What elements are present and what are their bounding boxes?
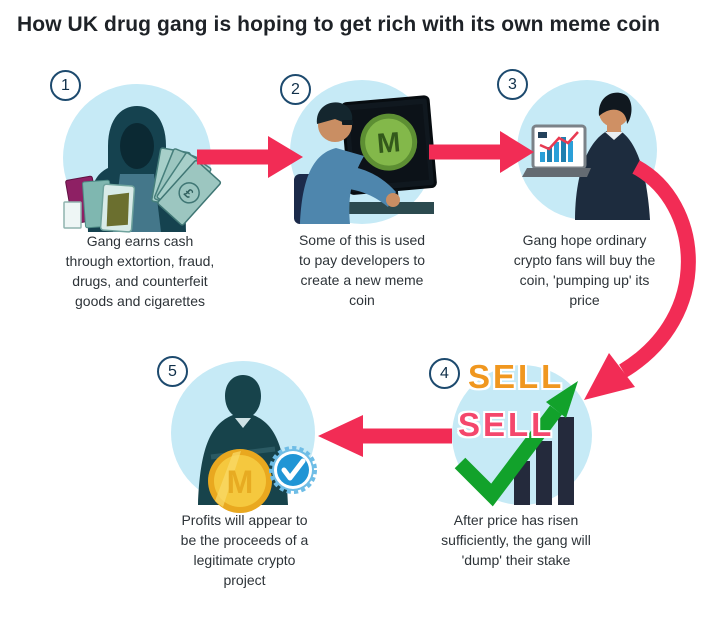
cash-notes-icon: £ bbox=[151, 147, 222, 226]
pump-and-dump-chart-icon bbox=[454, 381, 578, 507]
meme-coin-on-screen-icon: M bbox=[360, 113, 418, 171]
step-number-badge: 4 bbox=[429, 358, 460, 389]
step-number-badge: 2 bbox=[280, 74, 311, 105]
step-number: 1 bbox=[61, 76, 70, 94]
step-number: 2 bbox=[291, 80, 300, 98]
investor-with-laptop-icon bbox=[522, 92, 650, 220]
gold-coin-icon: M bbox=[208, 449, 272, 513]
hooded-gang-member-icon: £ bbox=[63, 106, 222, 233]
verified-badge-icon bbox=[269, 446, 317, 494]
step-number-badge: 3 bbox=[497, 69, 528, 100]
step-number-badge: 1 bbox=[50, 70, 81, 101]
step-number-badge: 5 bbox=[157, 356, 188, 387]
step-caption: Gang hope ordinary crypto fans will buy … bbox=[513, 232, 656, 308]
laptop-price-chart-icon bbox=[522, 124, 591, 177]
legitimate-project-icon: M bbox=[198, 375, 317, 513]
step-number: 3 bbox=[508, 75, 517, 93]
svg-text:M: M bbox=[376, 126, 402, 159]
arrow-step1-to-step2-icon bbox=[197, 136, 303, 178]
step-caption: Profits will appear to be the proceeds o… bbox=[180, 512, 309, 588]
arrow-step4-to-step5-icon bbox=[318, 415, 452, 457]
green-rise-arrow-icon bbox=[454, 381, 578, 507]
monitor-icon: M bbox=[340, 95, 437, 203]
contraband-packs-icon bbox=[63, 175, 136, 233]
developer-at-computer-icon: M bbox=[294, 95, 437, 224]
step-caption: After price has risen sufficiently, the … bbox=[441, 512, 591, 568]
sell-label-orange: SELL bbox=[468, 358, 565, 395]
page-title: How UK drug gang is hoping to get rich w… bbox=[17, 13, 661, 36]
svg-text:M: M bbox=[227, 464, 254, 500]
step-number: 5 bbox=[168, 362, 177, 380]
sell-label-pink: SELL bbox=[458, 406, 555, 443]
step-caption: Gang earns cash through extortion, fraud… bbox=[65, 233, 215, 309]
step-number: 4 bbox=[440, 364, 449, 382]
step-caption: Some of this is used to pay developers t… bbox=[298, 232, 426, 308]
